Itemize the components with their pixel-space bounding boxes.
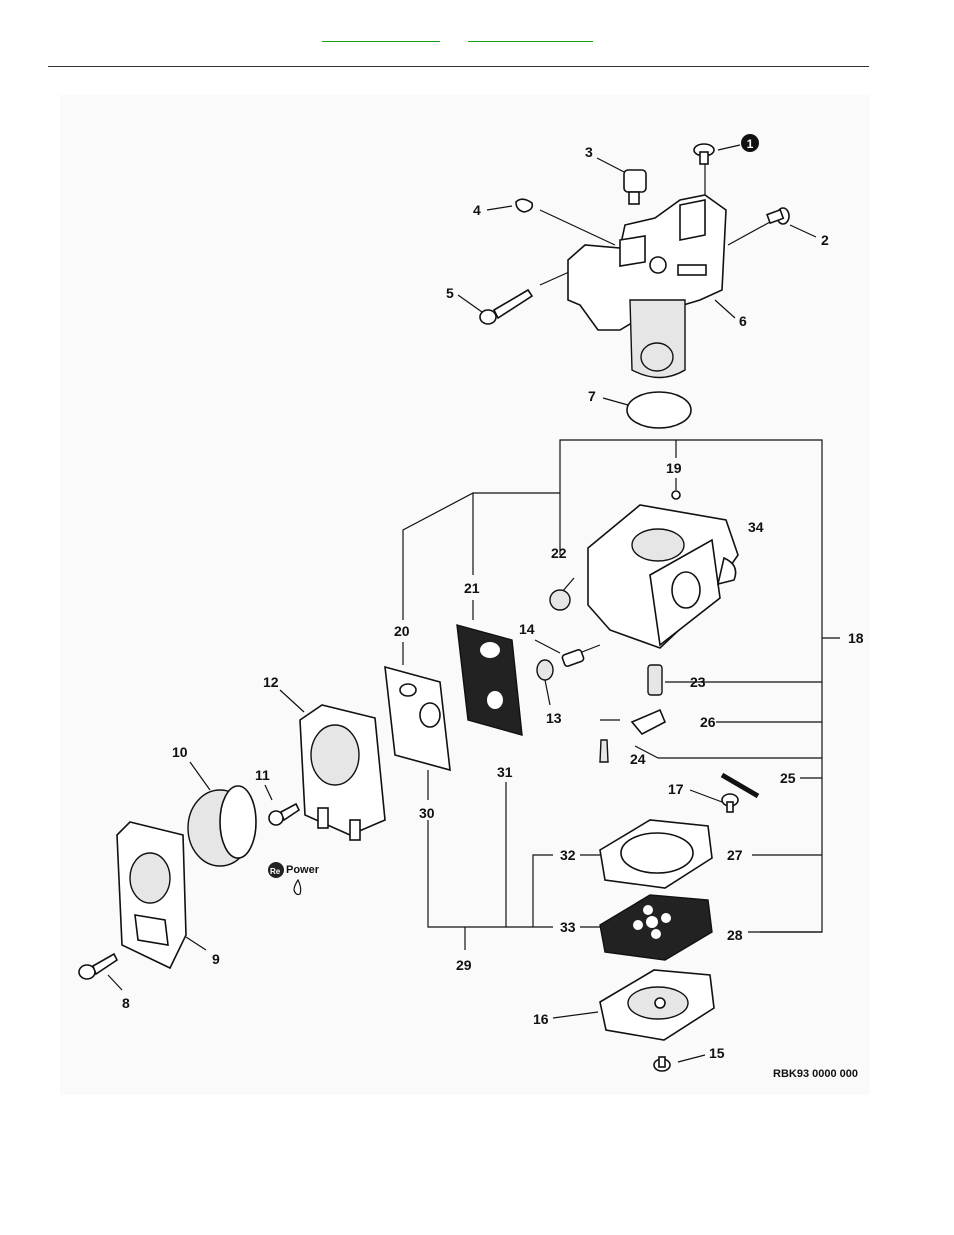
leader-lines: [107, 144, 840, 1063]
label-25: 25: [780, 770, 796, 786]
label-32: 32: [560, 847, 576, 863]
label-19: 19: [666, 460, 682, 476]
gasket-part-27: [599, 819, 713, 889]
top-navigation: [0, 30, 954, 44]
ball-part-19: [671, 490, 681, 500]
label-23: 23: [690, 674, 706, 690]
spring-part-13: [536, 659, 554, 681]
label-4: 4: [473, 202, 481, 218]
label-22: 22: [551, 545, 567, 561]
label-12: 12: [263, 674, 279, 690]
label-30: 30: [419, 805, 435, 821]
label-13: 13: [546, 710, 562, 726]
logo-suffix: Power: [286, 864, 320, 876]
label-8: 8: [122, 995, 130, 1011]
screw-part-15: [653, 1056, 671, 1072]
diaphragm-cover-part-16: [599, 969, 715, 1041]
label-27: 27: [727, 847, 743, 863]
label-17: 17: [668, 781, 684, 797]
drawing-code: RBK93 0000 000: [773, 1068, 858, 1080]
label-11: 11: [255, 767, 270, 783]
label-16: 16: [533, 1011, 549, 1027]
label-24: 24: [630, 751, 646, 767]
label-15: 15: [709, 1045, 725, 1061]
screw-part-17: [721, 793, 739, 813]
label-10: 10: [172, 744, 188, 760]
primer-bulb-part-10: [187, 785, 257, 867]
label-5: 5: [446, 285, 454, 301]
label-14: 14: [519, 621, 535, 637]
note-marker-text: 1: [747, 137, 754, 151]
adjust-screw-part-14: [561, 644, 601, 668]
gasket-part-20: [384, 665, 451, 772]
spring-part-23: [647, 664, 663, 696]
label-18: 18: [848, 630, 864, 646]
label-31: 31: [497, 764, 513, 780]
label-26: 26: [700, 714, 716, 730]
nav-link-next[interactable]: [468, 30, 593, 42]
adjuster-part-3: [623, 169, 647, 205]
repower-logo: Re Power: [268, 862, 320, 896]
lever-part-26: [630, 708, 667, 736]
top-cover-part-6: [567, 194, 727, 379]
pump-body-part-12: [299, 704, 386, 841]
label-9: 9: [212, 951, 220, 967]
label-6: 6: [739, 313, 747, 329]
label-29: 29: [456, 957, 472, 973]
screw-part-1: [693, 143, 715, 165]
o-ring-part-7: [626, 391, 692, 429]
label-21: 21: [464, 580, 480, 596]
label-7: 7: [588, 388, 596, 404]
label-3: 3: [585, 144, 593, 160]
note-marker-badge: 1: [741, 134, 759, 152]
screw-part-2: [766, 207, 790, 225]
screw-part-11: [268, 802, 301, 826]
label-33: 33: [560, 919, 576, 935]
label-20: 20: [394, 623, 410, 639]
screw-part-8: [78, 952, 119, 980]
gasket-part-21: [456, 624, 523, 736]
label-28: 28: [727, 927, 743, 943]
header-divider: [48, 66, 869, 67]
mounting-plate-part-9: [116, 821, 187, 970]
diaphragm-part-28: [599, 894, 713, 961]
e-clip-part-4: [515, 198, 534, 213]
nav-link-previous[interactable]: [322, 30, 440, 42]
screw-part-5: [479, 288, 534, 325]
needle-part-24: [599, 739, 609, 763]
carburetor-body-part-34: [587, 504, 739, 649]
label-2: 2: [821, 232, 829, 248]
plug-part-22: [549, 589, 571, 611]
pin-part-25: [720, 772, 760, 799]
label-34: 34: [748, 519, 764, 535]
part-labels: 2 3 4 5 6 7 8 9 10 11 12 13 14 15 16 17 …: [122, 144, 864, 1061]
logo-prefix: Re: [270, 867, 281, 876]
